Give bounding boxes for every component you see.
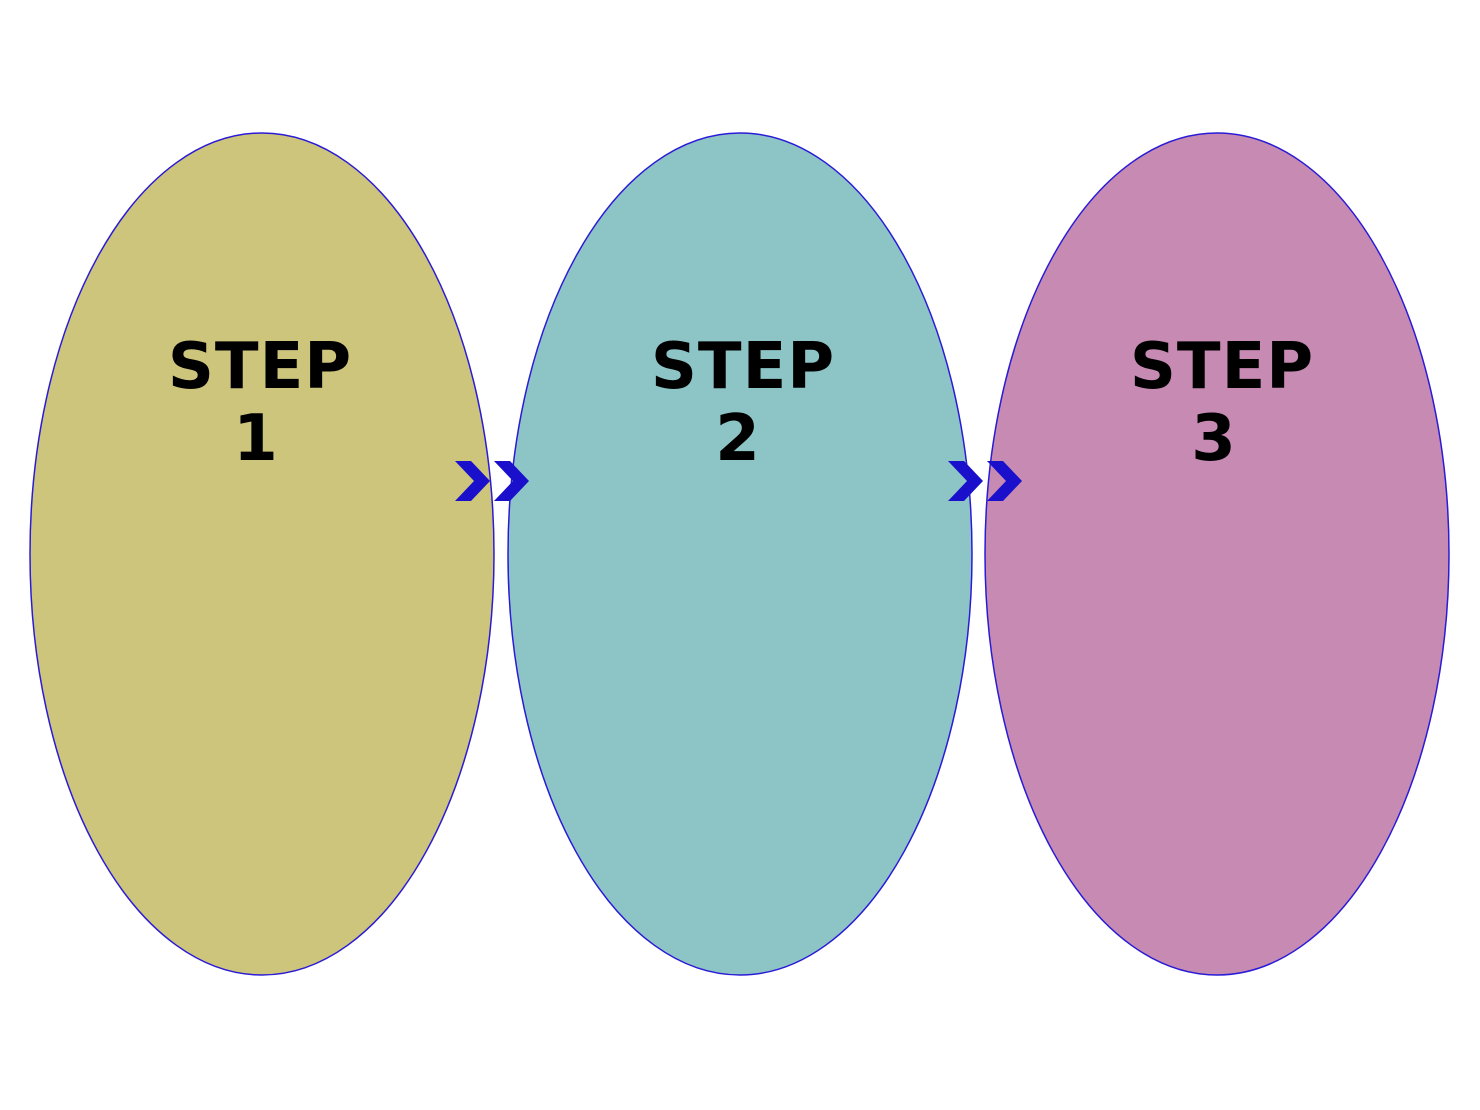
step-2-ellipse	[507, 132, 973, 976]
step-2-label-line2: 2	[715, 402, 761, 476]
chevron-right-icon	[948, 461, 983, 501]
step-3-label-line1: STEP	[1130, 330, 1314, 404]
step-3-label-line2: 3	[1191, 402, 1237, 476]
chevron-right-icon	[494, 461, 529, 501]
step-2-label-line1: STEP	[651, 330, 835, 404]
double-chevron-right-icon	[455, 461, 529, 501]
double-chevron-right-icon	[948, 461, 1022, 501]
step-2: STEP 2	[507, 132, 973, 976]
step-1-label-line2: 1	[233, 402, 279, 476]
chevron-right-icon	[987, 461, 1022, 501]
step-3: STEP 3	[984, 132, 1450, 976]
chevron-right-icon	[455, 461, 490, 501]
step-1: STEP 1	[29, 132, 495, 976]
step-1-label-line1: STEP	[168, 330, 352, 404]
step-3-ellipse	[984, 132, 1450, 976]
step-1-ellipse	[29, 132, 495, 976]
